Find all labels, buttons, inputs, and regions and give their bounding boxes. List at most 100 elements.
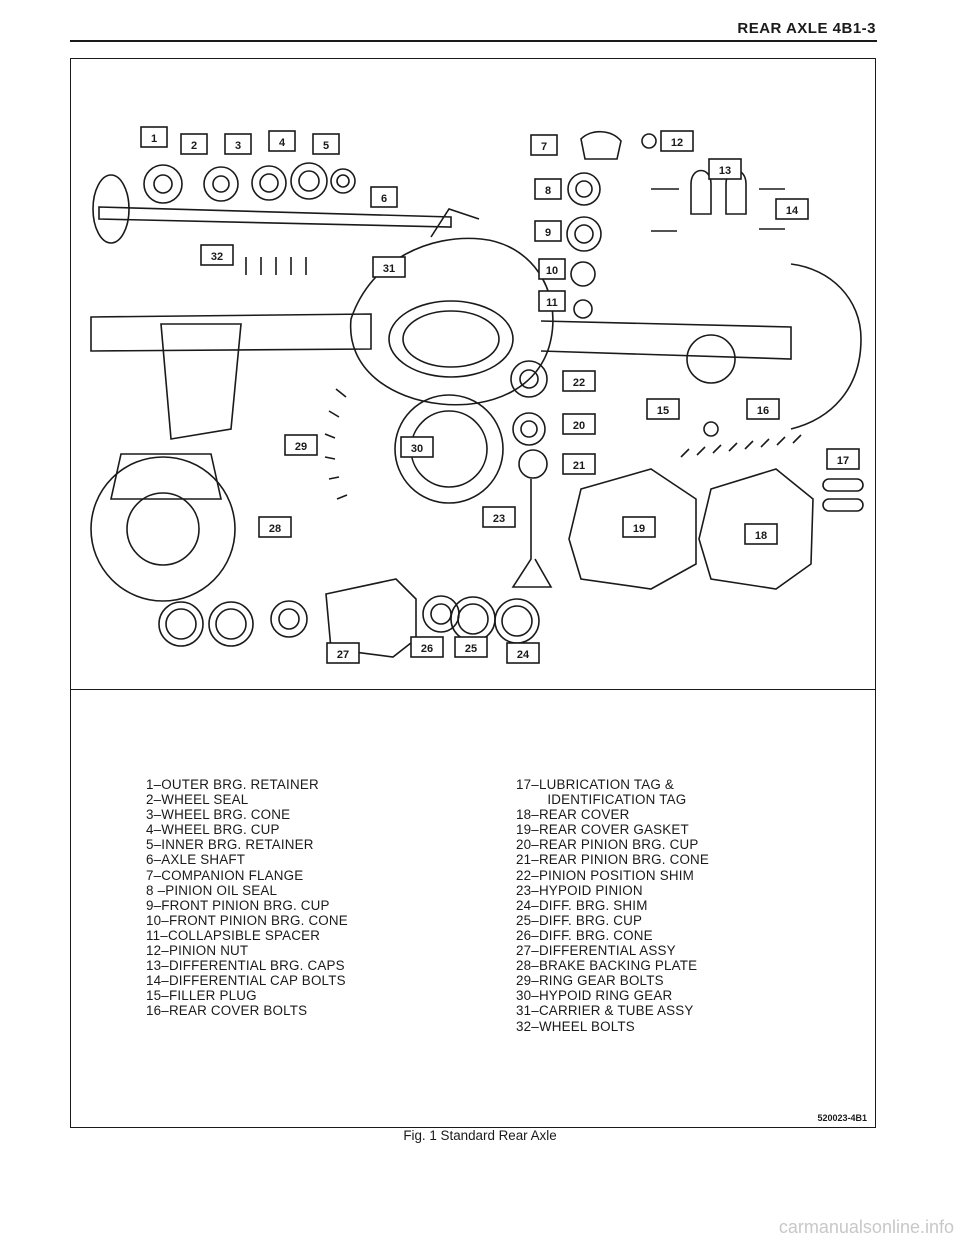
legend-item: 17–LUBRICATION TAG & xyxy=(516,777,675,792)
callout-number: 18 xyxy=(755,530,767,542)
callout-box xyxy=(562,370,596,392)
axle-housing-tube xyxy=(90,313,372,352)
callout-number: 14 xyxy=(786,205,799,217)
legend-item: 7–COMPANION FLANGE xyxy=(146,867,304,883)
callout-number: 21 xyxy=(573,460,585,472)
callout-number: 7 xyxy=(541,141,547,153)
callout-box xyxy=(370,186,398,208)
legend-item: 11–COLLAPSIBLE SPACER xyxy=(146,927,321,943)
callout-number: 32 xyxy=(211,251,223,263)
legend-item: 23–HYPOID PINION xyxy=(516,882,643,898)
callout-number: 2 xyxy=(191,140,197,152)
callout-box xyxy=(538,290,566,312)
legend-item: 4–WHEEL BRG. CUP xyxy=(146,822,280,838)
legend-item: 21–REAR PINION BRG. CONE xyxy=(516,852,710,868)
legend-item: 30–HYPOID RING GEAR xyxy=(516,988,673,1004)
legend-item: 10–FRONT PINION BRG. CONE xyxy=(146,912,348,928)
callout-number: 3 xyxy=(235,140,241,152)
callout-number: 28 xyxy=(269,523,281,535)
callout-box xyxy=(826,448,860,470)
legend-item: 5–INNER BRG. RETAINER xyxy=(146,837,314,853)
callout-number: 9 xyxy=(545,227,551,239)
callout-box xyxy=(562,413,596,435)
callout-number: 19 xyxy=(633,523,645,535)
callout-number: 20 xyxy=(573,420,585,432)
legend-item: 9–FRONT PINION BRG. CUP xyxy=(146,897,330,913)
callout-number: 26 xyxy=(421,643,433,655)
callout-number: 5 xyxy=(323,140,329,152)
callout-number: 17 xyxy=(837,455,849,467)
hypoid-pinion xyxy=(511,479,553,588)
callout-box xyxy=(746,398,780,420)
carrier-housing xyxy=(349,237,554,406)
callout-box xyxy=(538,258,566,280)
callout-box xyxy=(284,434,318,456)
legend-item: 18–REAR COVER xyxy=(516,807,630,823)
callout-number: 24 xyxy=(517,649,530,661)
callout-number: 22 xyxy=(573,377,585,389)
callout-box xyxy=(506,642,540,664)
legend-item: 15–FILLER PLUG xyxy=(146,988,257,1004)
callout-box xyxy=(775,198,809,220)
callout-box xyxy=(410,636,444,658)
page-header-title: REAR AXLE 4B1-3 xyxy=(737,20,876,37)
callout-number: 16 xyxy=(757,405,769,417)
callout-number: 6 xyxy=(381,193,387,205)
legend-item: 2–WHEEL SEAL xyxy=(146,792,249,808)
callout-box xyxy=(180,133,208,155)
callout-box xyxy=(258,516,292,538)
callout-number: 11 xyxy=(546,297,558,309)
callout-number: 12 xyxy=(671,137,683,149)
callout-box xyxy=(400,436,434,458)
callout-box xyxy=(140,126,168,148)
legend-item: 1–OUTER BRG. RETAINER xyxy=(146,777,319,792)
legend-item: 29–RING GEAR BOLTS xyxy=(516,973,664,989)
figure-reference-code: 520023-4B1 xyxy=(817,1113,867,1123)
callout-number: 13 xyxy=(719,165,731,177)
watermark: carmanualsonline.info xyxy=(778,1217,954,1237)
legend-item: 13–DIFFERENTIAL BRG. CAPS xyxy=(146,958,345,974)
callout-number: 10 xyxy=(546,265,558,277)
callout-number: 23 xyxy=(493,513,505,525)
legend-item: 16–REAR COVER BOLTS xyxy=(146,1003,308,1019)
legend-item: 27–DIFFERENTIAL ASSY xyxy=(516,943,676,959)
legend-item: 8 –PINION OIL SEAL xyxy=(146,882,278,898)
callout-box xyxy=(224,133,252,155)
legend-item: 12–PINION NUT xyxy=(146,943,249,959)
brake-backing-plate xyxy=(90,456,236,602)
callout-number: 25 xyxy=(465,643,477,655)
figure-frame: 1 2 3 4 5 6 7 8 9 10 11 12 13 14 15 16 1… xyxy=(70,58,876,1128)
legend-item: 14–DIFFERENTIAL CAP BOLTS xyxy=(146,973,346,989)
callout-number: 4 xyxy=(279,137,286,149)
legend-item: 20–REAR PINION BRG. CUP xyxy=(516,837,699,853)
legend-item: 32–WHEEL BOLTS xyxy=(516,1018,635,1034)
legend-item: 6–AXLE SHAFT xyxy=(146,852,246,868)
header-rule xyxy=(70,40,877,42)
callout-number: 31 xyxy=(383,263,395,275)
legend-item: 19–REAR COVER GASKET xyxy=(516,822,689,838)
legend-item: 22–PINION POSITION SHIM xyxy=(516,867,694,883)
callout-box xyxy=(646,398,680,420)
callout-box xyxy=(562,453,596,475)
callout-box xyxy=(454,636,488,658)
axle-shaft xyxy=(98,206,452,228)
callout-box xyxy=(312,133,340,155)
callout-box xyxy=(530,134,558,156)
callout-box xyxy=(534,178,562,200)
legend-item: 3–WHEEL BRG. CONE xyxy=(146,807,291,823)
rear-cover xyxy=(698,468,814,590)
callout-box xyxy=(372,256,406,278)
callout-box xyxy=(326,642,360,664)
callout-number: 30 xyxy=(411,443,423,455)
callout-box xyxy=(622,516,656,538)
callout-box xyxy=(708,158,742,180)
callout-box xyxy=(268,130,296,152)
legend-item: 28–BRAKE BACKING PLATE xyxy=(516,958,698,974)
callout-number: 8 xyxy=(545,185,551,197)
callout-number: 1 xyxy=(151,133,157,145)
callout-box xyxy=(534,220,562,242)
callout-box xyxy=(482,506,516,528)
legend-item: 31–CARRIER & TUBE ASSY xyxy=(516,1003,694,1019)
